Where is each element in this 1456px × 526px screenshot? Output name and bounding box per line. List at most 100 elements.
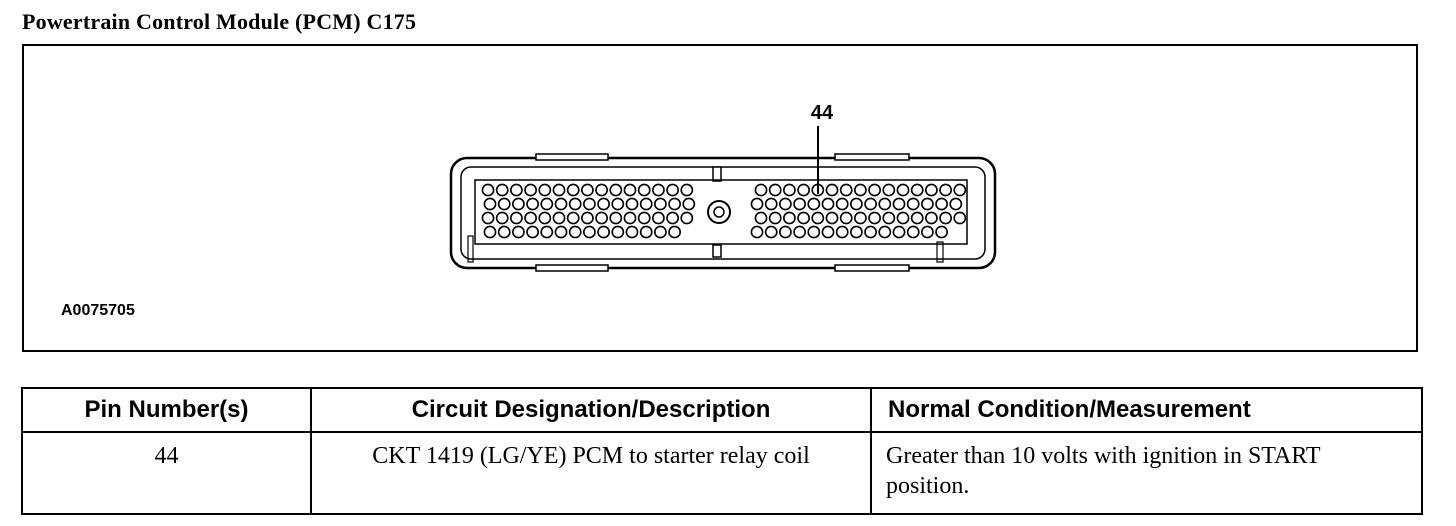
- pin-cavity: [896, 183, 910, 197]
- pin-cavity: [750, 197, 764, 211]
- pin-cavity: [925, 183, 938, 197]
- pin-cavity: [896, 211, 910, 225]
- pin-cavity: [611, 197, 625, 211]
- pin-cavity: [623, 211, 637, 225]
- pin-cavity: [764, 197, 778, 211]
- page-title: Powertrain Control Module (PCM) C175: [22, 9, 417, 34]
- pin-cavity: [825, 183, 839, 197]
- pin-cavity: [797, 183, 810, 197]
- pin-callout-label: 44: [810, 102, 834, 124]
- pin-cavity: [750, 225, 764, 239]
- pin-cavity: [481, 183, 495, 197]
- header-pin-numbers: Pin Number(s): [21, 387, 312, 433]
- side-lock-right: [936, 241, 944, 263]
- pin-cavity: [906, 197, 920, 211]
- pin-cavity: [779, 225, 792, 239]
- pin-cavity: [495, 211, 509, 225]
- pin-cavity: [623, 183, 637, 197]
- pin-cavity: [882, 183, 896, 197]
- pin-cavity: [666, 211, 679, 225]
- pin-cavity: [921, 225, 934, 239]
- pin-cavity: [779, 197, 792, 211]
- pin-cavity: [481, 211, 495, 225]
- pin-cavity: [639, 197, 653, 211]
- pin-cavity: [910, 183, 924, 197]
- connector-drawing: [449, 126, 997, 272]
- pin-cavity: [654, 197, 667, 211]
- pin-cavity: [595, 211, 608, 225]
- pin-cavity: [953, 211, 967, 225]
- pin-cavity: [953, 183, 967, 197]
- connector-diagram: 44 A0075705: [22, 44, 1418, 352]
- side-lock-left: [467, 235, 474, 263]
- pin-cavity: [935, 197, 948, 211]
- cell-circuit-description: CKT 1419 (LG/YE) PCM to starter relay co…: [310, 431, 872, 515]
- pin-cavity: [524, 211, 537, 225]
- pin-cavity: [540, 225, 554, 239]
- pin-cavity: [892, 225, 906, 239]
- pin-cavity: [939, 183, 952, 197]
- pin-cavity: [835, 197, 849, 211]
- latch-tab-bottom-left: [535, 264, 609, 272]
- pin-cavity: [793, 225, 806, 239]
- pin-cavity: [868, 211, 881, 225]
- pin-cavity: [680, 211, 694, 225]
- pin-cavity: [581, 183, 594, 197]
- pin-cavity: [595, 183, 608, 197]
- pin-field: [474, 179, 968, 245]
- pin-cavity: [839, 211, 853, 225]
- pin-cavity: [768, 183, 782, 197]
- pin-cavity: [581, 211, 594, 225]
- pin-cavity: [821, 197, 835, 211]
- pin-cavity: [526, 197, 539, 211]
- pin-cavity: [839, 183, 853, 197]
- pin-cavity: [554, 197, 568, 211]
- pin-cavity: [597, 197, 610, 211]
- pin-cavity: [568, 197, 582, 211]
- pin-table: Pin Number(s) Circuit Designation/Descri…: [21, 387, 1423, 515]
- key-notch-bottom: [712, 244, 722, 258]
- pin-cavity: [583, 225, 596, 239]
- table-row: 44 CKT 1419 (LG/YE) PCM to starter relay…: [21, 431, 1423, 515]
- pin-cavity: [864, 197, 877, 211]
- pin-cavity: [483, 225, 497, 239]
- pin-cavity: [878, 225, 892, 239]
- pin-cavity: [811, 211, 825, 225]
- pin-cavity: [526, 225, 539, 239]
- pin-cavity: [835, 225, 849, 239]
- header-circuit-description: Circuit Designation/Description: [310, 387, 872, 433]
- cell-normal-condition: Greater than 10 volts with ignition in S…: [870, 431, 1423, 515]
- latch-tab-top-right: [834, 153, 910, 161]
- pin-cavity: [680, 183, 694, 197]
- pin-cavity: [864, 225, 877, 239]
- pin-cavity: [793, 197, 806, 211]
- pin-cavity: [668, 225, 681, 239]
- pin-cavity: [568, 225, 582, 239]
- pin-cavity: [868, 183, 881, 197]
- pin-cavity: [921, 197, 934, 211]
- pin-cavity: [652, 211, 665, 225]
- pin-cavity: [511, 197, 525, 211]
- pin-cavity: [497, 225, 511, 239]
- pin-cavity: [625, 197, 639, 211]
- pin-cavity: [611, 225, 625, 239]
- pin-cavity: [625, 225, 639, 239]
- jack-screw-center: [713, 206, 725, 218]
- jack-screw: [707, 200, 731, 224]
- pin-cavity: [850, 197, 863, 211]
- pin-cavity: [825, 211, 839, 225]
- pin-cavity: [637, 183, 651, 197]
- pin-cavity: [807, 197, 821, 211]
- pin-cavity: [538, 183, 552, 197]
- pin-cavity: [882, 211, 896, 225]
- pin-cavity: [768, 211, 782, 225]
- pin-cavity: [609, 211, 623, 225]
- connector-housing-inner: [460, 166, 986, 260]
- connector-housing-outer: [449, 156, 997, 270]
- pin-cavity: [854, 183, 867, 197]
- pin-cavity: [821, 225, 835, 239]
- pin-cavity: [925, 211, 938, 225]
- pin-cavity: [949, 197, 963, 211]
- pin-cavity: [764, 225, 778, 239]
- key-notch-top: [712, 166, 722, 182]
